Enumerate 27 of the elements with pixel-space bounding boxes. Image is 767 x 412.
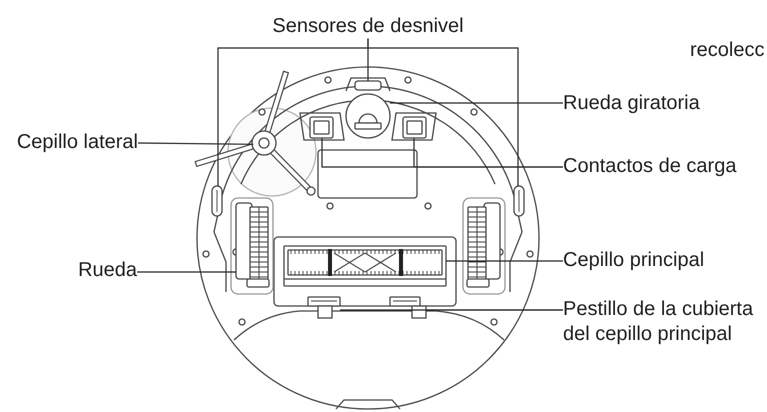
charging-contact: [309, 116, 334, 139]
cliff-sensor: [354, 80, 382, 91]
side-brush: [194, 70, 316, 196]
brush-cover-latch: [389, 296, 427, 319]
leader-line: [446, 260, 563, 262]
cliff-sensor: [513, 185, 525, 217]
partial-label: recolecc: [690, 38, 764, 62]
main-brush: [283, 245, 447, 287]
drive-wheel: [466, 202, 501, 288]
drive-wheel: [235, 202, 270, 288]
leader-line: [367, 38, 519, 186]
part-label: Cepillo lateral: [16, 130, 138, 154]
leader-line: [137, 271, 236, 273]
part-label: Sensores de desnivel: [272, 14, 464, 38]
leader-line: [426, 309, 563, 311]
leader-line: [413, 138, 563, 168]
leader-line: [390, 102, 563, 104]
part-label: Pestillo de la cubierta del cepillo principal: [563, 297, 767, 347]
part-label: Rueda giratoria: [563, 90, 700, 116]
part-label: Cepillo principal: [563, 248, 704, 272]
cliff-sensor: [211, 185, 223, 217]
leader-line: [138, 142, 254, 145]
brush-cover-latch: [307, 296, 341, 319]
charging-contact: [402, 116, 427, 139]
part-label: Rueda: [78, 258, 137, 282]
part-label: Contactos de carga: [563, 154, 736, 178]
swivel-wheel: [345, 93, 391, 139]
